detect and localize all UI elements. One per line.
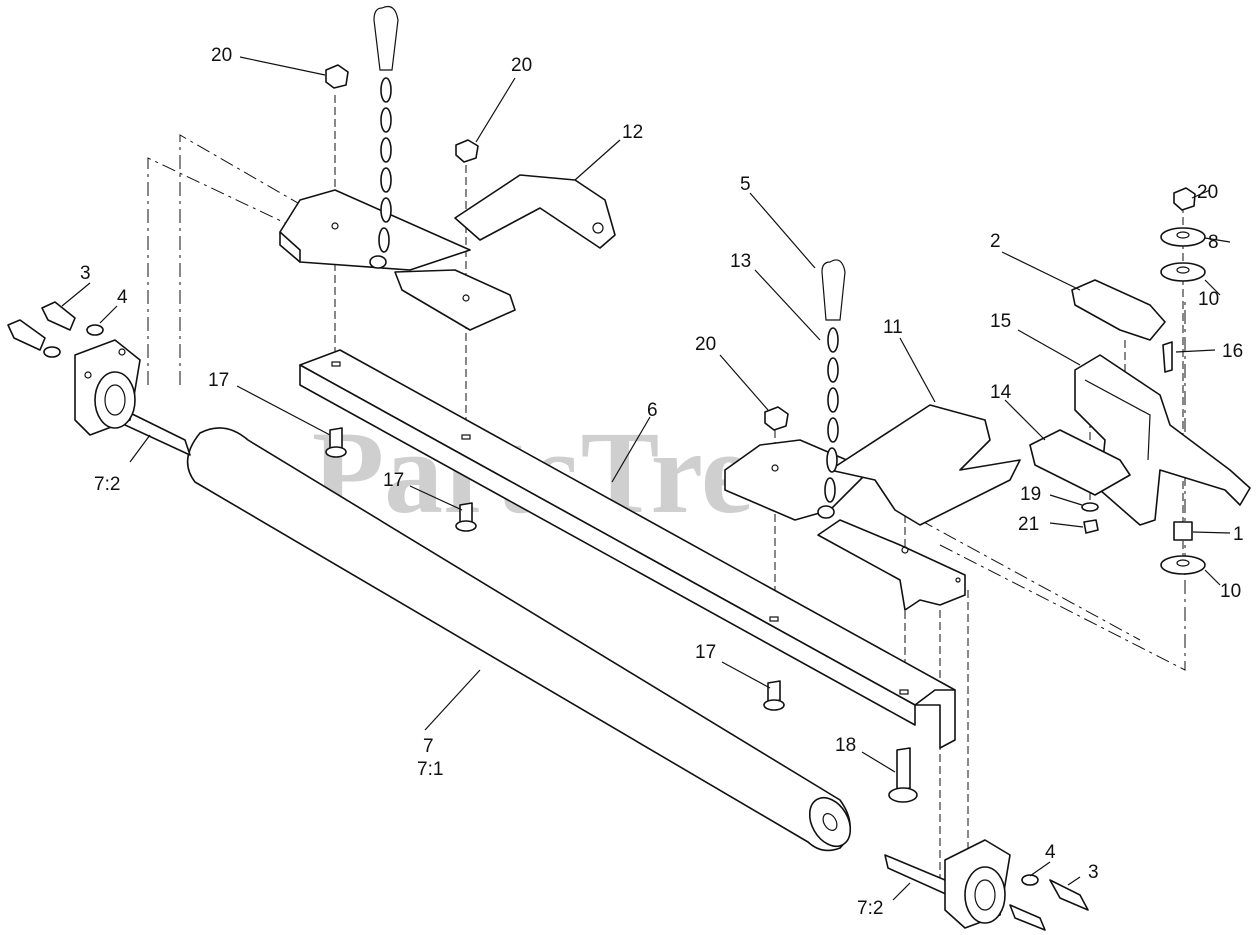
- callout-6: 6: [647, 400, 658, 421]
- chain-bracket-left: [279, 174, 616, 331]
- callout-20: 20: [511, 55, 532, 76]
- roller: [186, 427, 852, 852]
- callout-17: 17: [695, 642, 716, 663]
- callout-15: 15: [990, 311, 1011, 332]
- callout-10: 10: [1220, 581, 1241, 602]
- callout-4: 4: [117, 287, 128, 308]
- callout-19: 19: [1020, 484, 1041, 505]
- callout-1: 1: [1233, 524, 1244, 545]
- callout-20: 20: [211, 45, 232, 66]
- callout-7-1: 7:1: [417, 759, 443, 780]
- callout-2: 2: [990, 231, 1001, 252]
- callout-4: 4: [1045, 842, 1056, 863]
- callout-21: 21: [1018, 514, 1039, 535]
- hardware: [7, 64, 1206, 931]
- callout-11: 11: [883, 317, 903, 338]
- callout-16: 16: [1222, 341, 1243, 362]
- callout-7-2: 7:2: [94, 474, 120, 495]
- latch-assembly: [1029, 279, 1251, 526]
- callout-13: 13: [730, 251, 751, 272]
- callout-5: 5: [740, 174, 751, 195]
- callout-3: 3: [1088, 862, 1099, 883]
- callout-18: 18: [835, 735, 856, 756]
- callout-20: 20: [695, 334, 716, 355]
- callout-7: 7: [423, 736, 434, 757]
- roller-bar: [299, 349, 956, 749]
- callout-17: 17: [208, 370, 229, 391]
- chain-left: [369, 5, 399, 269]
- callout-3: 3: [80, 263, 91, 284]
- callout-12: 12: [622, 122, 643, 143]
- callout-14: 14: [990, 382, 1012, 403]
- callout-8: 8: [1208, 232, 1219, 253]
- callout-7-2: 7:2: [857, 898, 883, 919]
- bearing-left: [74, 339, 191, 456]
- bearing-right: [884, 839, 1011, 929]
- callout-10: 10: [1198, 289, 1219, 310]
- leader-lines: [61, 56, 1231, 901]
- callout-labels: 20 20 12 5 13 20 11 2 20 8 10 15 16 14 1…: [80, 45, 1244, 919]
- callout-17: 17: [383, 470, 404, 491]
- callout-20: 20: [1197, 182, 1218, 203]
- chain-right: [817, 259, 846, 519]
